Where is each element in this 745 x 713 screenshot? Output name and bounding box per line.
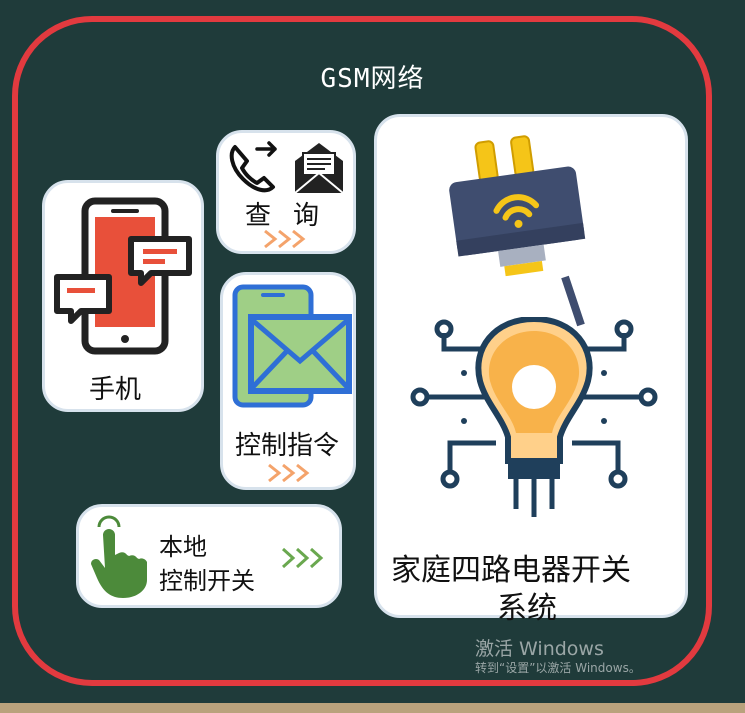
command-label: 控制指令 bbox=[235, 431, 340, 461]
query-card: 查 询 bbox=[216, 130, 356, 254]
phone-label: 手机 bbox=[89, 375, 142, 405]
device-label-line-2: 系统 bbox=[497, 591, 557, 626]
chevron-arrows-orange-icon bbox=[268, 463, 310, 483]
local-label-line-1: 本地 bbox=[159, 533, 207, 561]
windows-activation-watermark-subtitle: 转到“设置”以激活 Windows。 bbox=[475, 661, 641, 675]
phone-card: 手机 bbox=[42, 180, 204, 412]
device-label-line-1: 家庭四路电器开关 bbox=[391, 553, 631, 588]
chevron-arrows-orange-icon bbox=[264, 229, 306, 249]
local-control-card: 本地 控制开关 bbox=[76, 504, 342, 608]
gsm-network-frame bbox=[12, 16, 712, 686]
network-title: GSM网络 bbox=[320, 64, 425, 94]
command-card: 控制指令 bbox=[220, 272, 356, 490]
query-label-1: 查 bbox=[245, 201, 272, 231]
query-label-2: 询 bbox=[293, 201, 320, 231]
smart-bulb-circuit-icon bbox=[410, 317, 658, 517]
windows-activation-watermark-title: 激活 Windows bbox=[475, 638, 604, 660]
sms-envelope-icon bbox=[232, 284, 352, 408]
device-card: 家庭四路电器开关 系统 bbox=[374, 114, 688, 626]
local-label-line-2: 控制开关 bbox=[159, 567, 255, 595]
phone-call-icon bbox=[229, 141, 277, 193]
chalk-ledge bbox=[0, 703, 745, 713]
touch-hand-icon bbox=[91, 515, 147, 598]
wifi-plug-icon bbox=[449, 135, 586, 327]
mail-inbox-icon bbox=[294, 143, 344, 194]
chevron-arrows-green-icon bbox=[281, 547, 324, 569]
smartphone-chat-icon bbox=[54, 197, 192, 355]
